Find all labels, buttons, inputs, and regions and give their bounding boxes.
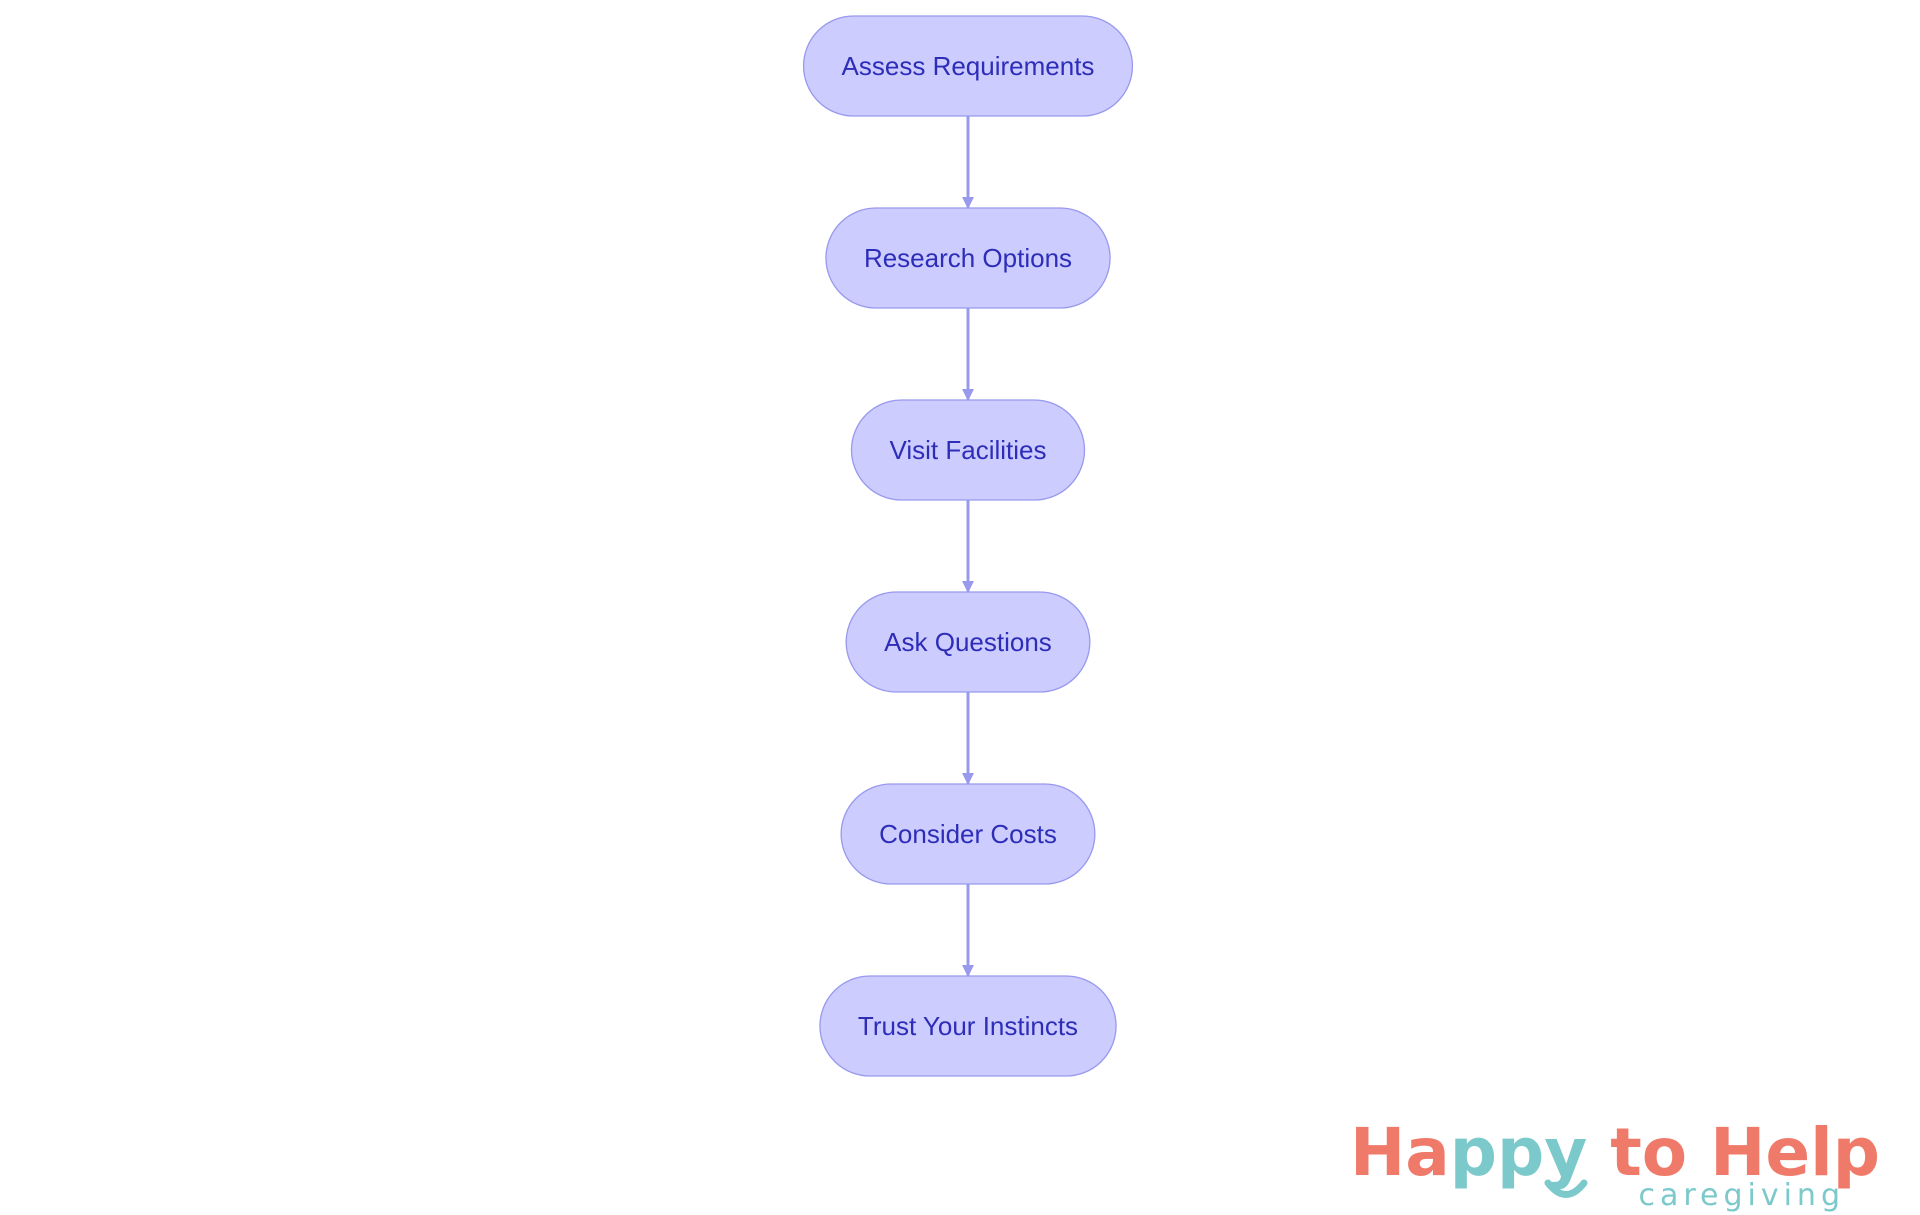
node-ask: Ask Questions — [845, 591, 1091, 693]
node-shape-research — [825, 207, 1111, 309]
node-shape-ask — [845, 591, 1091, 693]
node-costs: Consider Costs — [840, 783, 1096, 885]
node-shape-costs — [840, 783, 1096, 885]
node-label-trust: Trust Your Instincts — [858, 1011, 1078, 1041]
logo-brand-text: Happy to Help — [1350, 1114, 1880, 1191]
node-shape-trust — [819, 975, 1117, 1077]
node-label-visit: Visit Facilities — [889, 435, 1046, 465]
node-label-assess: Assess Requirements — [842, 51, 1095, 81]
node-label-research: Research Options — [864, 243, 1072, 273]
node-assess: Assess Requirements — [802, 15, 1134, 117]
node-label-ask: Ask Questions — [884, 627, 1052, 657]
node-research: Research Options — [825, 207, 1111, 309]
smile-icon — [1544, 1179, 1588, 1198]
node-visit: Visit Facilities — [850, 399, 1086, 501]
node-shape-assess — [802, 15, 1134, 117]
node-label-costs: Consider Costs — [879, 819, 1057, 849]
happy-to-help-logo: Happy to Help caregiving — [1350, 1114, 1880, 1213]
logo-tagline-text: caregiving — [1638, 1178, 1845, 1213]
node-shape-visit — [850, 399, 1086, 501]
node-trust: Trust Your Instincts — [819, 975, 1117, 1077]
